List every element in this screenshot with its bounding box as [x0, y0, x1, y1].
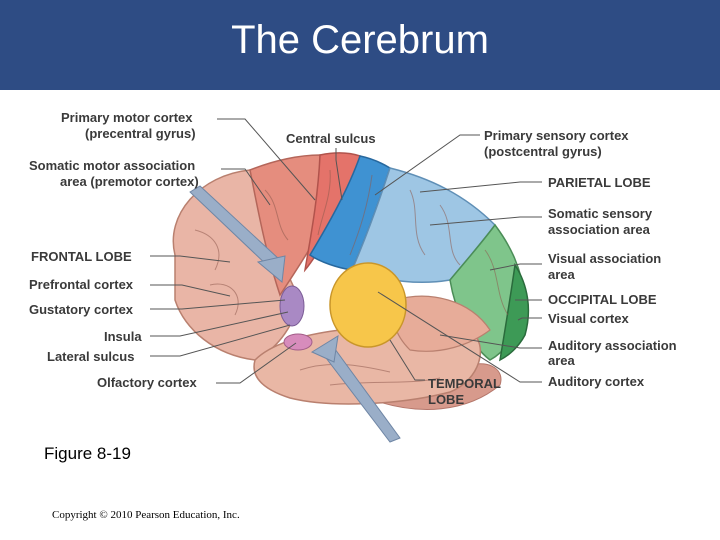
label-gustatory: Gustatory cortex: [29, 302, 134, 317]
label-temporal-lobe-line1: TEMPORAL: [428, 376, 501, 391]
right-labels: Central sulcus Primary sensory cortex (p…: [286, 128, 677, 407]
label-somatic-sensory-line2: association area: [548, 222, 651, 237]
insula-region: [279, 285, 305, 327]
lateral-sulcus-pointer-tip: [256, 255, 286, 283]
label-parietal-lobe: PARIETAL LOBE: [548, 175, 651, 190]
label-auditory-assoc-line2: area: [548, 353, 576, 368]
copyright-notice: Copyright © 2010 Pearson Education, Inc.: [52, 509, 240, 521]
gyri-texture: [194, 169, 509, 386]
brain-illustration: [172, 152, 530, 443]
label-primary-motor-line1: Primary motor cortex: [61, 110, 193, 125]
label-visual-assoc-line2: area: [548, 267, 576, 282]
label-frontal-lobe: FRONTAL LOBE: [31, 249, 132, 264]
label-somatic-sensory-line1: Somatic sensory: [548, 206, 653, 221]
label-visual-cortex: Visual cortex: [548, 311, 629, 326]
label-primary-sensory-line2: (postcentral gyrus): [484, 144, 602, 159]
label-olfactory: Olfactory cortex: [97, 375, 197, 390]
label-lateral-sulcus: Lateral sulcus: [47, 349, 134, 364]
label-temporal-lobe-line2: LOBE: [428, 392, 464, 407]
figure-caption: Figure 8-19: [44, 444, 131, 463]
label-insula: Insula: [104, 329, 142, 344]
label-primary-sensory-line1: Primary sensory cortex: [484, 128, 629, 143]
label-auditory-cortex: Auditory cortex: [548, 374, 645, 389]
label-primary-motor-line2: (precentral gyrus): [85, 126, 196, 141]
slide-title: The Cerebrum: [231, 18, 489, 62]
label-somatic-motor-line1: Somatic motor association: [29, 158, 195, 173]
leader-lines: [150, 118, 542, 384]
label-occipital-lobe: OCCIPITAL LOBE: [548, 292, 657, 307]
left-labels: Primary motor cortex (precentral gyrus) …: [29, 110, 199, 390]
olfactory-region: [283, 333, 313, 351]
central-sulcus-pointer-tip: [310, 335, 339, 363]
auditory-cortex-region: [329, 262, 407, 348]
label-prefrontal: Prefrontal cortex: [29, 277, 134, 292]
label-auditory-assoc-line1: Auditory association: [548, 338, 677, 353]
label-visual-assoc-line1: Visual association: [548, 251, 661, 266]
title-bar: [0, 0, 720, 90]
brain-diagram: Primary motor cortex (precentral gyrus) …: [29, 110, 677, 443]
label-central-sulcus: Central sulcus: [286, 131, 376, 146]
label-somatic-motor-line2: area (premotor cortex): [60, 174, 199, 189]
visual-cortex-region: [499, 262, 530, 362]
